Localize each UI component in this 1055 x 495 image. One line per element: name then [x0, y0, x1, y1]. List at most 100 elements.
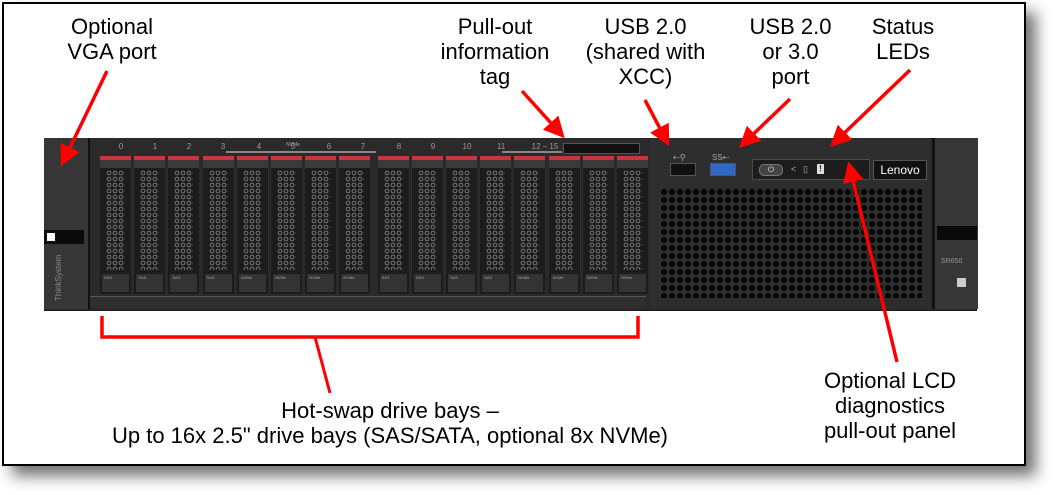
drive-label-tag: SAS — [448, 274, 475, 292]
drive-release-latch[interactable] — [446, 156, 477, 160]
drive-release-latch[interactable] — [271, 156, 302, 160]
drive-label-tag: NVMe — [307, 274, 335, 292]
drive-bay[interactable]: NVMe — [582, 156, 614, 294]
drive-type-label: NVMe — [586, 275, 598, 280]
drive-release-latch[interactable] — [305, 156, 337, 160]
drive-bay[interactable]: NVMe — [305, 156, 337, 294]
power-button[interactable]: ⏻ — [759, 164, 783, 176]
drive-handle[interactable] — [236, 160, 268, 168]
drive-release-latch[interactable] — [514, 156, 546, 160]
drive-bay[interactable]: NVMe — [617, 156, 648, 294]
drive-mesh — [208, 170, 228, 270]
vga-port — [44, 230, 84, 244]
drive-mesh — [452, 170, 471, 270]
thinksystem-brand: ThinkSystem — [54, 254, 63, 302]
drive-release-latch[interactable] — [100, 156, 131, 160]
drive-type-label: NVMe — [275, 275, 287, 280]
vga-port-indicator — [47, 233, 55, 241]
drive-bay[interactable]: NVMe — [548, 156, 580, 294]
drive-bay[interactable]: NVMe — [514, 156, 546, 294]
drive-mesh — [486, 170, 506, 270]
drive-bay[interactable]: SAS — [202, 156, 234, 294]
usb-ss-icon: SS⇠ — [712, 153, 730, 162]
model-label: SR650 — [941, 258, 963, 265]
drive-handle[interactable] — [582, 160, 614, 168]
drive-release-latch[interactable] — [236, 156, 268, 160]
drive-release-latch[interactable] — [168, 156, 200, 160]
drive-release-latch[interactable] — [548, 156, 580, 160]
bay-number: 10 — [462, 142, 472, 151]
drive-bay[interactable]: SAS — [100, 156, 131, 294]
drive-bay[interactable]: SAS — [134, 156, 166, 294]
drive-bay[interactable]: NVMe — [271, 156, 302, 294]
callout-status-leds: Status LEDs — [871, 14, 935, 64]
drive-release-latch[interactable] — [134, 156, 166, 160]
drive-label-tag: SAS — [379, 274, 407, 292]
drive-handle[interactable] — [100, 160, 131, 168]
drive-type-label: NVMe — [309, 275, 321, 280]
callout-usb3: USB 2.0 or 3.0 port — [749, 14, 832, 89]
drive-bay[interactable]: NVMe — [339, 156, 371, 294]
drive-label-tag: SAS — [482, 274, 510, 292]
drive-mesh — [345, 170, 365, 270]
drive-handle[interactable] — [202, 160, 234, 168]
drive-release-latch[interactable] — [617, 156, 648, 160]
bay-number: 3 — [220, 142, 226, 151]
drive-mesh — [311, 170, 331, 270]
bay-number: 5 — [290, 142, 296, 151]
drive-handle[interactable] — [305, 160, 337, 168]
drive-bay[interactable]: SAS — [168, 156, 200, 294]
drive-handle[interactable] — [271, 160, 302, 168]
drive-release-latch[interactable] — [480, 156, 512, 160]
drive-bay[interactable]: SAS — [480, 156, 512, 294]
drive-label-tag: SAS — [136, 274, 164, 292]
usb2-xcc-port[interactable] — [670, 163, 696, 176]
drive-label-tag: NVMe — [341, 274, 369, 292]
drive-mesh — [520, 170, 540, 270]
drive-handle[interactable] — [377, 160, 409, 168]
right-ear-latch[interactable] — [937, 226, 977, 240]
drive-handle[interactable] — [548, 160, 580, 168]
front-operator-panel: ⇠⚲ SS⇠ ⏻ < ▯ ! Lenovo — [650, 138, 930, 308]
drive-handle[interactable] — [411, 160, 443, 168]
left-rack-ear: ThinkSystem — [44, 138, 91, 309]
drive-release-latch[interactable] — [377, 156, 409, 160]
lcd-diagnostics-panel[interactable]: ⏻ < ▯ ! — [752, 159, 870, 180]
drive-mesh — [242, 170, 262, 270]
drive-type-label: NVMe — [621, 275, 633, 280]
drive-type-label: NVMe — [552, 275, 564, 280]
drive-label-tag: SAS — [102, 274, 129, 292]
drive-mesh — [383, 170, 403, 270]
drive-release-latch[interactable] — [582, 156, 614, 160]
drive-label-tag: SAS — [204, 274, 232, 292]
drive-handle[interactable] — [134, 160, 166, 168]
callout-info-tag: Pull-out information tag — [440, 14, 550, 89]
drive-type-label: SAS — [206, 275, 215, 280]
drive-handle[interactable] — [168, 160, 200, 168]
drive-handle[interactable] — [446, 160, 477, 168]
bay-number: 8 — [396, 142, 402, 151]
drive-bay[interactable]: SAS — [377, 156, 409, 294]
drive-label-tag: NVMe — [584, 274, 612, 292]
drive-handle[interactable] — [480, 160, 512, 168]
drive-release-latch[interactable] — [411, 156, 443, 160]
drive-handle[interactable] — [617, 160, 648, 168]
system-id-led[interactable]: ▯ — [803, 164, 808, 174]
drive-type-label: SAS — [172, 275, 181, 280]
bay-number: 12 – 15 — [531, 142, 559, 151]
drive-release-latch[interactable] — [339, 156, 371, 160]
drive-label-tag: NVMe — [550, 274, 578, 292]
drive-bay[interactable]: SAS — [446, 156, 477, 294]
drive-label-tag: NVMe — [619, 274, 646, 292]
drive-bay[interactable]: SAS — [411, 156, 443, 294]
usb3-port[interactable] — [710, 163, 736, 176]
drive-handle[interactable] — [339, 160, 371, 168]
drive-release-latch[interactable] — [202, 156, 234, 160]
drive-bay[interactable]: NVMe — [236, 156, 268, 294]
drive-handle[interactable] — [514, 160, 546, 168]
drive-type-label: NVMe — [518, 275, 530, 280]
drive-mesh — [554, 170, 574, 270]
pull-out-information-tag[interactable] — [563, 143, 640, 154]
